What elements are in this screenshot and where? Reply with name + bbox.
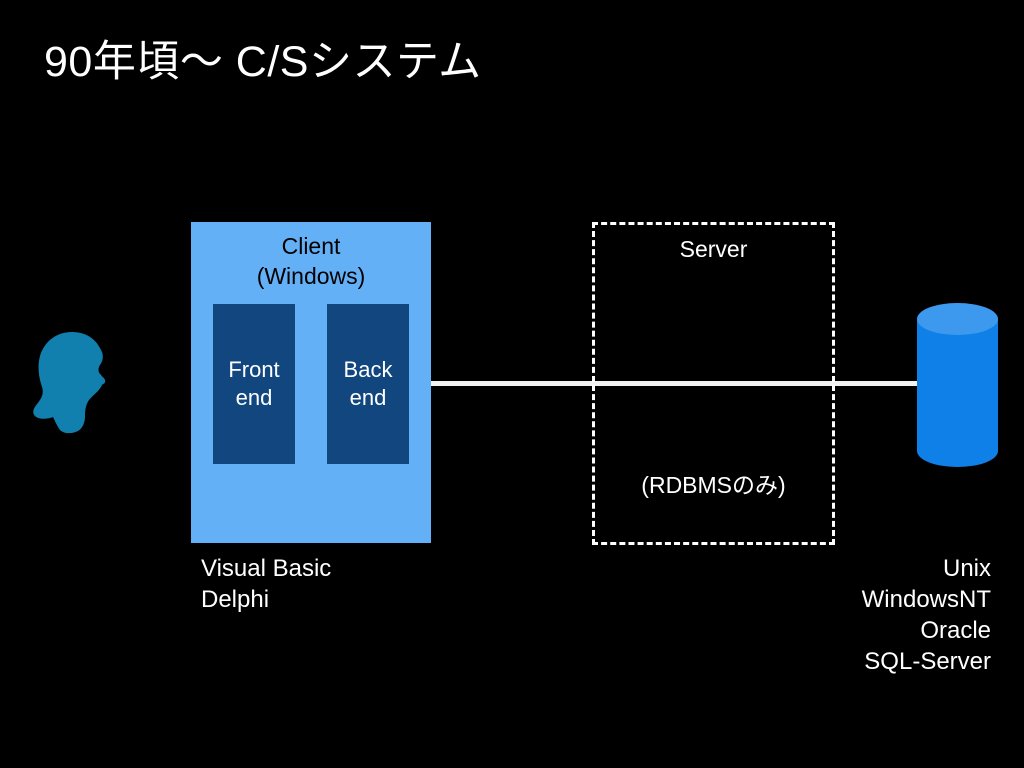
client-tech-line-2: Delphi xyxy=(201,586,270,613)
client-box[interactable]: Client (Windows) Front end Back end xyxy=(191,222,431,543)
client-box-title: Client (Windows) xyxy=(191,231,431,291)
database-cylinder-icon[interactable] xyxy=(917,303,998,467)
network-link-line xyxy=(431,381,918,386)
person-head-silhouette-icon xyxy=(26,330,122,434)
back-end-component[interactable]: Back end xyxy=(327,304,409,464)
server-box-title: Server xyxy=(679,236,748,262)
client-tech-caption: Visual Basic Delphi xyxy=(201,553,331,615)
front-end-component[interactable]: Front end xyxy=(213,304,295,464)
client-tech-line-1: Visual Basic xyxy=(201,555,332,582)
server-tech-caption: Unix WindowsNT Oracle SQL-Server xyxy=(862,553,991,677)
server-tech-line-4: SQL-Server xyxy=(864,648,991,675)
back-end-label-line1: Back xyxy=(343,357,393,382)
page-title: 90年頃〜 C/Sシステム xyxy=(44,38,482,86)
back-end-label-line2: end xyxy=(349,385,387,410)
client-title-line2: (Windows) xyxy=(256,263,366,289)
front-end-label-line2: end xyxy=(235,385,273,410)
front-end-label-line1: Front xyxy=(228,357,280,382)
server-tech-line-1: Unix xyxy=(942,555,991,582)
client-title-line1: Client xyxy=(281,233,341,259)
server-box-subtitle: (RDBMSのみ) xyxy=(641,472,786,498)
server-box[interactable]: Server (RDBMSのみ) xyxy=(592,222,835,545)
server-tech-line-2: WindowsNT xyxy=(861,586,991,613)
server-tech-line-3: Oracle xyxy=(920,617,991,644)
